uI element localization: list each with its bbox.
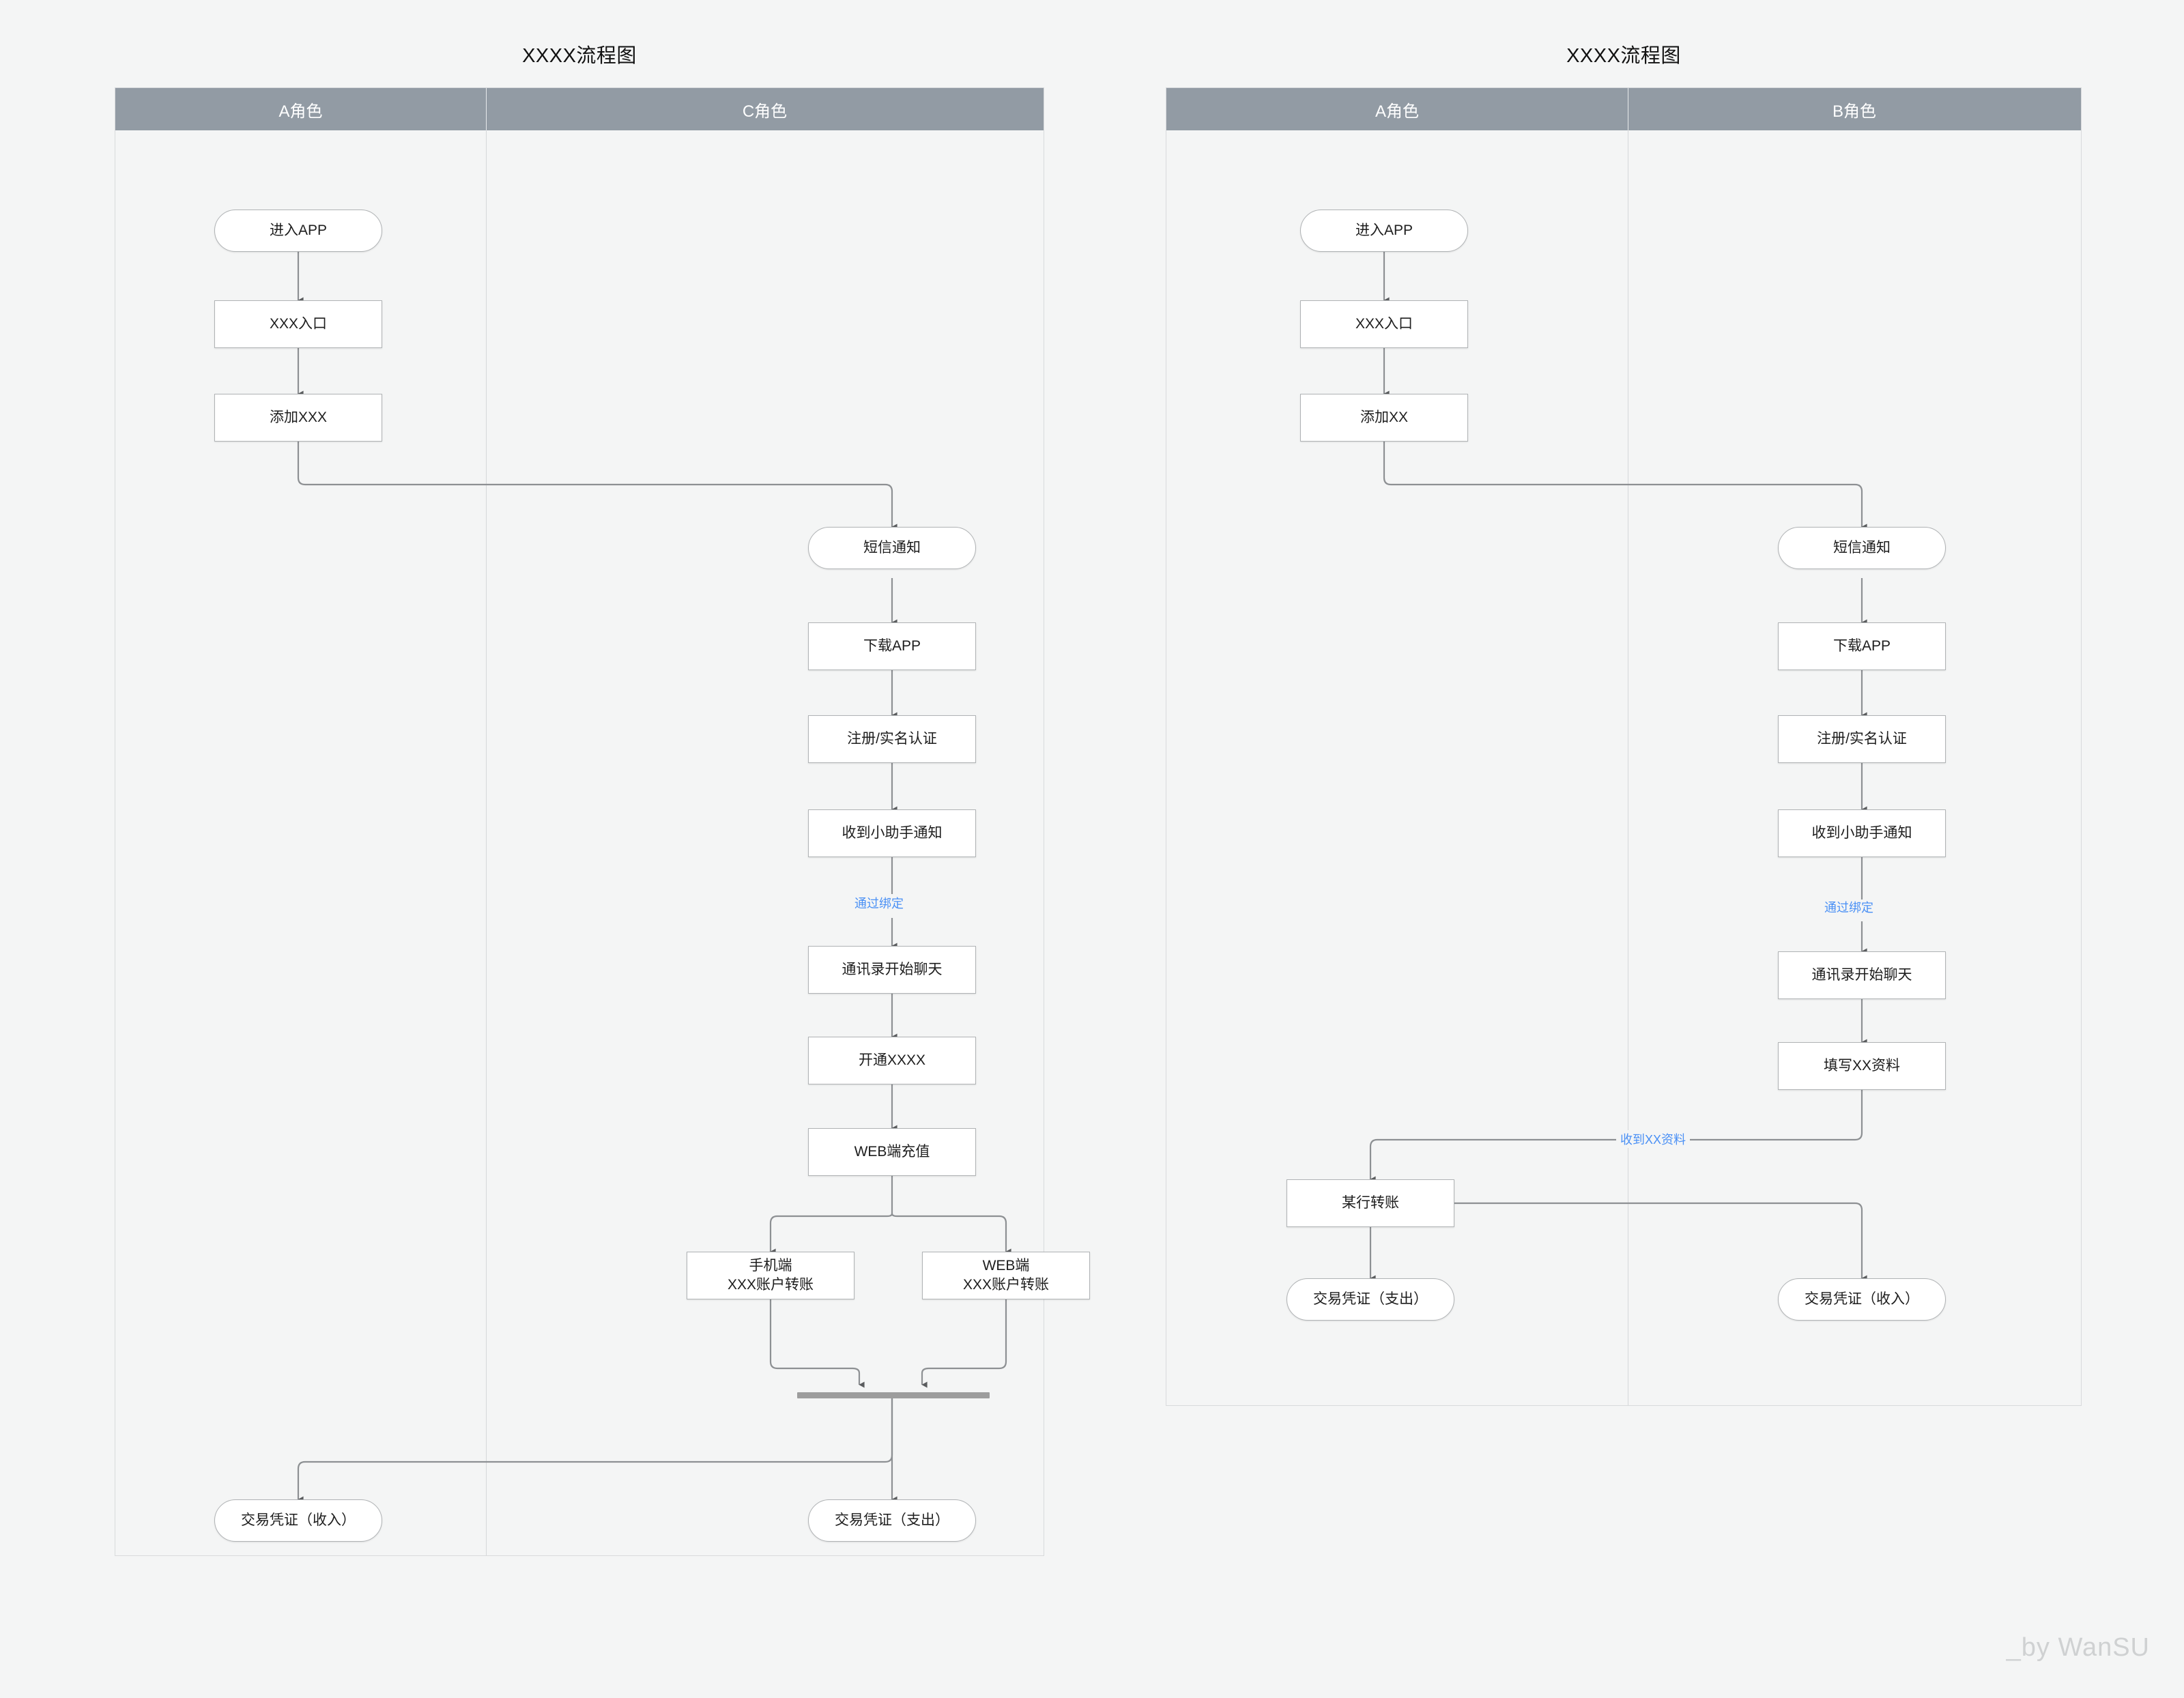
node-xxx-entry-right[interactable]: XXX入口 bbox=[1300, 300, 1468, 348]
edge-label-text: 收到XX资料 bbox=[1620, 1133, 1686, 1147]
node-label: 收到小助手通知 bbox=[842, 824, 943, 841]
node-label: 通讯录开始聊天 bbox=[842, 961, 943, 977]
node-label: XXX入口 bbox=[269, 315, 328, 332]
node-register-right[interactable]: 注册/实名认证 bbox=[1778, 715, 1946, 763]
flowchart-right: XXXX流程图 A角色 B角色 bbox=[1166, 0, 2082, 1406]
node-label: 下载APP bbox=[863, 637, 921, 654]
node-mobile-transfer-left[interactable]: 手机端 XXX账户转账 bbox=[687, 1252, 854, 1299]
lane-header-a-right: A角色 bbox=[1166, 88, 1628, 130]
connector-layer-left bbox=[297, 252, 1011, 1503]
node-add-xxx-left[interactable]: 添加XXX bbox=[214, 394, 382, 442]
watermark-credit: _by WanSU bbox=[2006, 1633, 2150, 1662]
node-web-recharge-left[interactable]: WEB端充值 bbox=[808, 1128, 976, 1176]
node-receipt-income-right[interactable]: 交易凭证（收入） bbox=[1778, 1278, 1946, 1321]
node-receipt-income-left[interactable]: 交易凭证（收入） bbox=[214, 1499, 382, 1542]
lane-header-a-right-label: A角色 bbox=[1375, 102, 1419, 121]
node-xxx-entry-left[interactable]: XXX入口 bbox=[214, 300, 382, 348]
node-open-xxxx-left[interactable]: 开通XXXX bbox=[808, 1037, 976, 1084]
node-enter-app-right[interactable]: 进入APP bbox=[1300, 210, 1468, 252]
node-label: 添加XX bbox=[1360, 409, 1408, 425]
node-add-xx-right[interactable]: 添加XX bbox=[1300, 394, 1468, 442]
node-label: 收到小助手通知 bbox=[1811, 824, 1912, 841]
node-label: 开通XXXX bbox=[858, 1052, 926, 1068]
node-download-app-right[interactable]: 下载APP bbox=[1778, 622, 1946, 670]
node-start-chat-left[interactable]: 通讯录开始聊天 bbox=[808, 946, 976, 994]
node-label: 进入APP bbox=[1355, 222, 1413, 238]
node-bank-transfer-right[interactable]: 某行转账 bbox=[1287, 1179, 1454, 1227]
edge-label-receive-info-right: 收到XX资料 bbox=[1616, 1130, 1691, 1148]
node-start-chat-right[interactable]: 通讯录开始聊天 bbox=[1778, 951, 1946, 999]
node-label: 交易凭证（收入） bbox=[241, 1512, 356, 1528]
node-label: 短信通知 bbox=[863, 539, 921, 556]
merge-bar-left bbox=[797, 1392, 990, 1398]
node-label: 填写XX资料 bbox=[1823, 1057, 1900, 1074]
node-sms-notice-left[interactable]: 短信通知 bbox=[808, 527, 976, 569]
node-assistant-notice-left[interactable]: 收到小助手通知 bbox=[808, 809, 976, 857]
node-label: 通讯录开始聊天 bbox=[1811, 966, 1912, 983]
flowchart-left: XXXX流程图 A角色 C角色 bbox=[115, 0, 1090, 1556]
node-assistant-notice-right[interactable]: 收到小助手通知 bbox=[1778, 809, 1946, 857]
lane-header-b-right: B角色 bbox=[1628, 88, 2081, 130]
node-web-transfer-left[interactable]: WEB端 XXX账户转账 bbox=[922, 1252, 1090, 1299]
node-receipt-expense-left[interactable]: 交易凭证（支出） bbox=[808, 1499, 976, 1542]
lane-header-b-right-label: B角色 bbox=[1832, 102, 1876, 121]
node-label: 注册/实名认证 bbox=[847, 730, 937, 747]
node-label: 短信通知 bbox=[1833, 539, 1891, 556]
node-label: XXX入口 bbox=[1355, 315, 1413, 332]
edge-label-bind-right: 通过绑定 bbox=[1824, 901, 1873, 915]
lane-header-a-left-label: A角色 bbox=[278, 102, 323, 121]
node-label: 交易凭证（收入） bbox=[1805, 1291, 1919, 1307]
chart-title-left: XXXX流程图 bbox=[522, 45, 637, 67]
chart-title-right: XXXX流程图 bbox=[1566, 45, 1681, 67]
node-enter-app-left[interactable]: 进入APP bbox=[214, 210, 382, 252]
node-label: 注册/实名认证 bbox=[1817, 730, 1907, 747]
node-register-left[interactable]: 注册/实名认证 bbox=[808, 715, 976, 763]
node-receipt-expense-right[interactable]: 交易凭证（支出） bbox=[1287, 1278, 1454, 1321]
lane-header-c-left: C角色 bbox=[486, 88, 1044, 130]
node-label: 交易凭证（支出） bbox=[835, 1512, 949, 1528]
node-label: 手机端 XXX账户转账 bbox=[727, 1257, 814, 1293]
node-label: WEB端 XXX账户转账 bbox=[962, 1257, 1050, 1293]
node-label: 某行转账 bbox=[1342, 1194, 1399, 1211]
node-download-app-left[interactable]: 下载APP bbox=[808, 622, 976, 670]
lane-divider-left bbox=[486, 88, 487, 1555]
lane-header-divider-left bbox=[486, 88, 487, 130]
node-fill-info-right[interactable]: 填写XX资料 bbox=[1778, 1042, 1946, 1090]
node-sms-notice-right[interactable]: 短信通知 bbox=[1778, 527, 1946, 569]
edge-label-bind-left: 通过绑定 bbox=[854, 897, 904, 910]
node-label: 添加XXX bbox=[269, 409, 328, 425]
node-label: WEB端充值 bbox=[854, 1143, 930, 1160]
node-label: 下载APP bbox=[1833, 637, 1891, 654]
node-label: 进入APP bbox=[269, 222, 328, 238]
lane-header-a-left: A角色 bbox=[115, 88, 486, 130]
node-label: 交易凭证（支出） bbox=[1313, 1291, 1428, 1307]
lane-header-c-left-label: C角色 bbox=[742, 102, 788, 121]
